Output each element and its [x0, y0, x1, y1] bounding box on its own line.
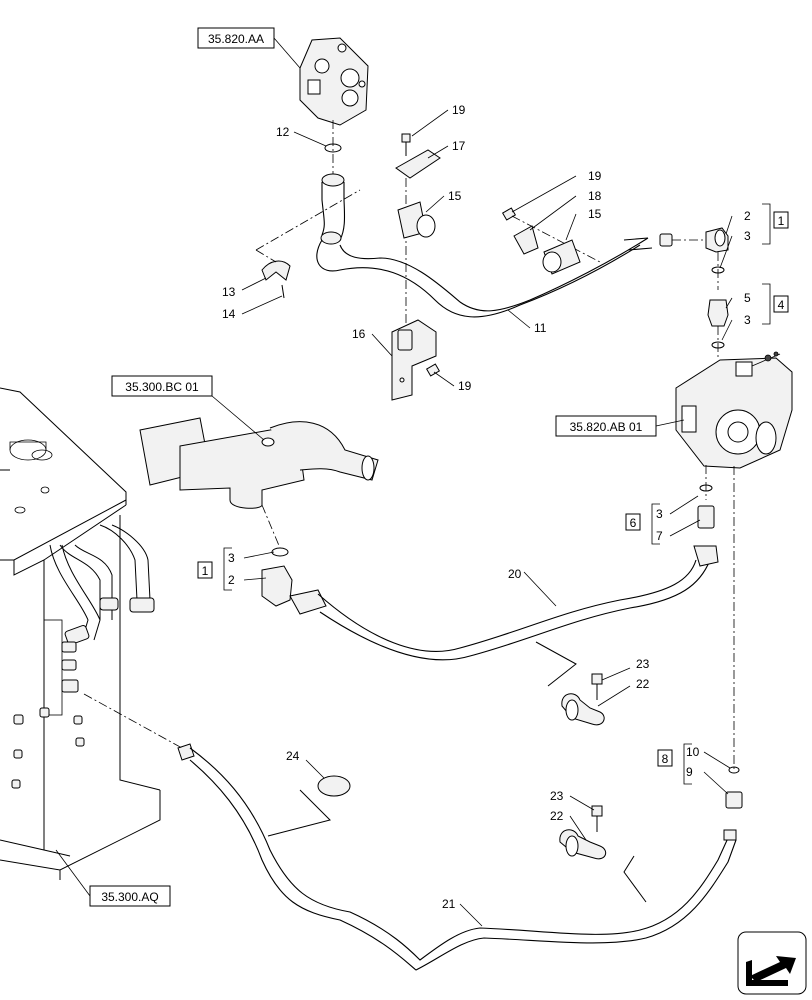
- o-ring-3b: [711, 341, 725, 349]
- screw-14: [281, 284, 285, 299]
- centerline-e: [83, 693, 183, 749]
- ref-box-35-300-aq[interactable]: [89, 885, 171, 907]
- bolt-19-mid: [501, 207, 517, 221]
- adapter-9: [725, 791, 743, 809]
- bolt-23-upper: [591, 673, 603, 700]
- o-ring-3d: [271, 547, 289, 557]
- kit-number-8: 8: [662, 752, 669, 766]
- callout-2-b: 2: [228, 573, 235, 587]
- hose-11: [316, 173, 673, 318]
- callout-3-c: 3: [656, 507, 663, 521]
- callout-18: 18: [588, 189, 602, 203]
- callout-22-a: 22: [636, 677, 650, 691]
- callout-19-c: 19: [458, 379, 472, 393]
- bolt-19-top: [401, 133, 411, 156]
- kit-bracket-1-top: [762, 203, 789, 245]
- ref-box-35-820-aa[interactable]: [197, 27, 275, 49]
- callout-12: 12: [276, 125, 290, 139]
- callout-19-b: 19: [588, 169, 602, 183]
- callout-22-b: 22: [550, 809, 564, 823]
- kit-bracket-8: [657, 743, 692, 785]
- callout-21: 21: [442, 897, 456, 911]
- hose-21: [177, 743, 737, 971]
- callout-3-d: 3: [228, 551, 235, 565]
- callout-23-b: 23: [550, 789, 564, 803]
- adapter-5: [707, 299, 729, 327]
- kit-bracket-1-left: [197, 547, 232, 591]
- clip-13: [261, 260, 291, 281]
- centerline-clip: [255, 189, 361, 251]
- kit-number-1-top: 1: [778, 214, 785, 228]
- ref-label-35-820-ab-01: 35.820.AB 01: [570, 420, 643, 434]
- callout-13: 13: [222, 285, 236, 299]
- centerline-d: [261, 504, 281, 549]
- kit-bracket-6: [625, 503, 660, 545]
- hose-20: [261, 545, 719, 661]
- ref-label-35-820-aa: 35.820.AA: [208, 32, 264, 46]
- clamp-22-upper: [561, 693, 605, 726]
- adapter-7: [697, 505, 715, 529]
- callout-14: 14: [222, 307, 236, 321]
- hydrostatic-pump: [675, 351, 793, 469]
- callout-3-b: 3: [744, 313, 751, 327]
- kit-bracket-4: [762, 283, 789, 325]
- callout-23-a: 23: [636, 657, 650, 671]
- callout-20: 20: [508, 567, 522, 581]
- callout-3-a: 3: [744, 229, 751, 243]
- ref-label-35-300-aq: 35.300.AQ: [101, 890, 158, 904]
- callout-19-a: 19: [452, 103, 466, 117]
- callout-16: 16: [352, 327, 366, 341]
- clamp-15: [397, 201, 436, 239]
- bolt-19-bracket: [425, 363, 441, 377]
- hydraulic-tank: [0, 387, 161, 880]
- tie-band-24: [317, 775, 351, 797]
- ref-label-35-300-bc-01: 35.300.BC 01: [125, 380, 199, 394]
- callout-17: 17: [452, 139, 466, 153]
- ref-box-35-300-bc-01[interactable]: [111, 375, 213, 397]
- next-page-arrow-icon[interactable]: [737, 931, 807, 995]
- o-ring-12: [324, 143, 342, 153]
- o-ring-3a: [711, 266, 725, 274]
- plate-17: [395, 149, 441, 179]
- elbow-fitting-2: [705, 227, 729, 253]
- clip-18: [513, 225, 539, 255]
- clamp-22-lower: [559, 829, 607, 860]
- callout-2-a: 2: [744, 209, 751, 223]
- chevron-lower-right: [623, 855, 647, 903]
- callout-15-a: 15: [448, 189, 462, 203]
- callout-24: 24: [286, 749, 300, 763]
- callout-7: 7: [656, 529, 663, 543]
- callout-11: 11: [534, 321, 547, 335]
- clamp-15b: [542, 239, 581, 275]
- gear-pump: [299, 37, 369, 126]
- chevron-upper-left: [267, 789, 331, 837]
- o-ring-3c: [699, 484, 713, 492]
- o-ring-10: [728, 766, 740, 774]
- ref-box-35-820-ab-01[interactable]: [555, 415, 657, 437]
- callout-9: 9: [686, 765, 693, 779]
- kit-number-6: 6: [630, 516, 637, 530]
- kit-number-4: 4: [778, 298, 785, 312]
- suction-elbow: [139, 417, 379, 509]
- bracket-16: [391, 319, 437, 401]
- chevron-mid: [535, 641, 577, 687]
- callout-15-b: 15: [588, 207, 602, 221]
- bolt-23-lower: [591, 805, 603, 832]
- kit-number-1-left: 1: [202, 564, 209, 578]
- callout-5: 5: [744, 291, 751, 305]
- centerline-clip-b: [255, 249, 277, 263]
- callout-10: 10: [686, 745, 700, 759]
- leader-lines: [55, 37, 733, 927]
